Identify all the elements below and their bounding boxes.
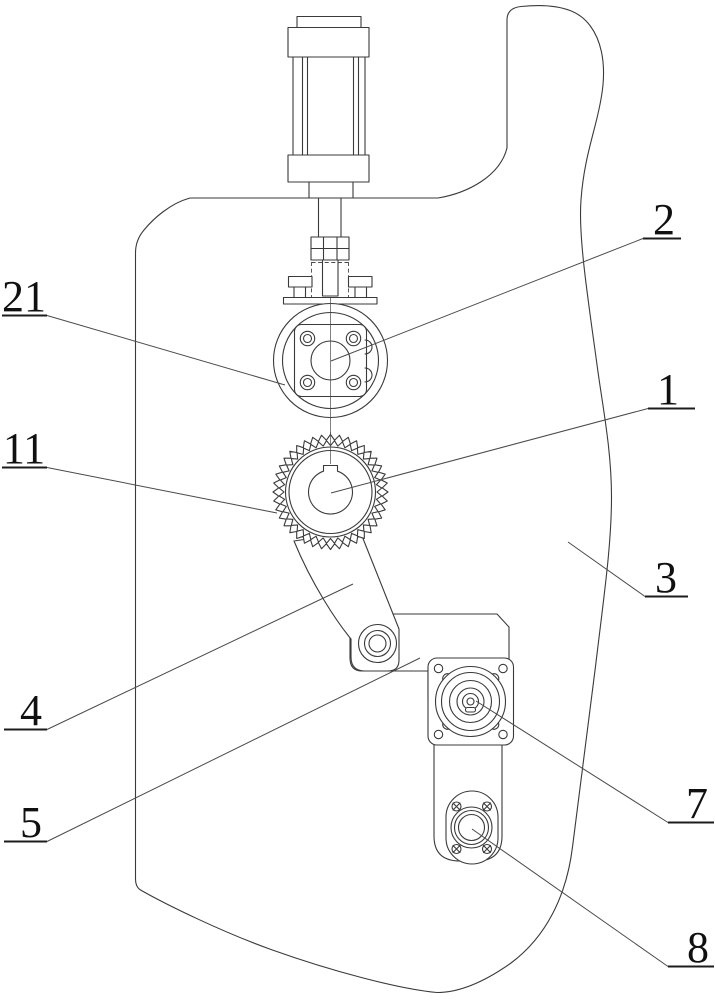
pivot-bolt-head bbox=[368, 634, 387, 653]
bolt-hole bbox=[345, 374, 362, 391]
cylinder-foot bbox=[308, 181, 354, 199]
part-number: 3 bbox=[655, 553, 677, 602]
callout-5: 5 bbox=[4, 657, 421, 847]
coupling-rod bbox=[321, 259, 339, 297]
t-bolt-left bbox=[287, 275, 313, 299]
bolt-cross bbox=[452, 844, 461, 854]
part-number: 7 bbox=[686, 779, 708, 828]
t-bolt-stem bbox=[354, 286, 368, 299]
flange-corner-hole bbox=[498, 729, 508, 740]
cylinder-bottom-cap bbox=[287, 154, 370, 183]
bolt-hole-inner bbox=[302, 377, 313, 388]
bolt-cross bbox=[482, 802, 492, 811]
t-bolt-stem bbox=[293, 286, 307, 299]
clamp-arc bbox=[364, 367, 373, 383]
flange-corner-hole bbox=[433, 729, 444, 740]
leader-line bbox=[46, 315, 286, 386]
piston-rod bbox=[317, 197, 342, 238]
bolt-hole bbox=[299, 374, 316, 391]
bolt-hole-inner bbox=[348, 333, 359, 344]
t-bolt-right bbox=[347, 275, 373, 299]
part-number: 2 bbox=[653, 195, 675, 244]
bolt-cross bbox=[452, 802, 461, 811]
leader-line bbox=[330, 238, 644, 362]
leader-line bbox=[567, 541, 646, 597]
callout-11: 11 bbox=[2, 424, 278, 514]
bolt-holes bbox=[299, 330, 362, 391]
part-number: 21 bbox=[2, 272, 46, 321]
bolt-hole bbox=[299, 330, 316, 347]
worm-gear bbox=[272, 432, 389, 551]
part-number: 5 bbox=[20, 798, 42, 847]
callout-7: 7 bbox=[475, 700, 714, 828]
part-number: 8 bbox=[687, 923, 709, 972]
end-flange bbox=[445, 790, 499, 865]
air-cylinder bbox=[287, 15, 370, 199]
clamp-arc bbox=[364, 339, 373, 355]
leader-line bbox=[471, 828, 669, 967]
t-bolt-head bbox=[347, 275, 373, 288]
end-flange-ring bbox=[457, 813, 486, 842]
part-number: 4 bbox=[20, 686, 42, 735]
pivot-joint bbox=[357, 623, 398, 664]
bearing-flange bbox=[427, 657, 515, 746]
callout-4: 4 bbox=[4, 583, 354, 735]
end-flange-bolts bbox=[451, 801, 493, 855]
bearing-seat bbox=[272, 298, 389, 459]
flange-corner-hole bbox=[433, 663, 444, 674]
bolt-cross bbox=[482, 844, 492, 854]
leader-line bbox=[46, 467, 278, 514]
callout-2: 2 bbox=[330, 195, 681, 362]
bolt-hole-inner bbox=[302, 333, 313, 344]
part-number: 11 bbox=[3, 424, 45, 473]
leader-line bbox=[46, 657, 421, 842]
callout-1: 1 bbox=[330, 365, 695, 494]
gear-bore-keyway bbox=[307, 464, 354, 515]
flange-corner-hole bbox=[498, 663, 508, 674]
cylinder-top-plate bbox=[296, 15, 362, 29]
key-slot bbox=[464, 706, 477, 713]
cylinder-body bbox=[292, 56, 366, 156]
callout-3: 3 bbox=[567, 541, 688, 602]
cylinder-top-cap bbox=[287, 26, 370, 58]
part-number: 1 bbox=[657, 365, 679, 414]
callout-8: 8 bbox=[471, 828, 714, 972]
leader-line bbox=[475, 700, 669, 823]
bolt-hole bbox=[345, 330, 362, 347]
shaft-center bbox=[466, 697, 475, 706]
bolt-hole-inner bbox=[348, 377, 359, 388]
leader-line bbox=[330, 408, 649, 494]
leader-line bbox=[46, 583, 354, 730]
callout-21: 21 bbox=[2, 272, 286, 386]
t-bolt-head bbox=[287, 275, 313, 288]
